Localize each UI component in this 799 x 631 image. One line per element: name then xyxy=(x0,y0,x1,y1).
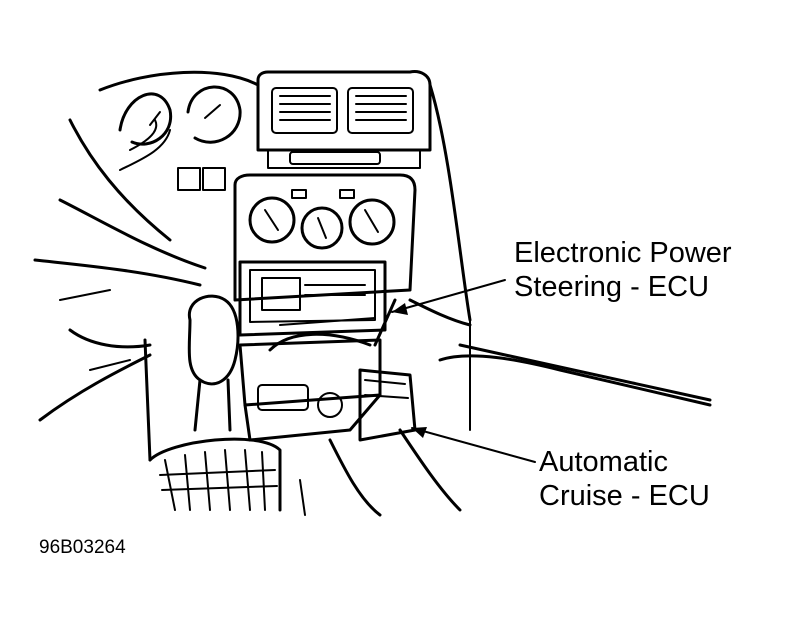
callout-arrows xyxy=(391,279,536,463)
gear-shifter xyxy=(148,294,282,512)
steering-column xyxy=(33,118,207,462)
cruise-ecu-callout: Automatic Cruise - ECU xyxy=(539,445,710,513)
cruise-label-line2: Cruise - ECU xyxy=(539,480,710,512)
eps-ecu-callout: Electronic Power Steering - ECU xyxy=(514,236,732,304)
instrument-cluster xyxy=(98,70,260,146)
air-vents xyxy=(256,70,432,169)
climate-control-panel xyxy=(233,173,417,302)
right-dash-panel xyxy=(59,83,712,517)
cruise-label-line1: Automatic xyxy=(539,446,668,478)
switch-panel xyxy=(177,167,226,191)
eps-label-line1: Electronic Power xyxy=(514,237,732,269)
figure-id: 96B03264 xyxy=(39,537,126,558)
eps-label-line2: Steering - ECU xyxy=(514,271,710,303)
radio-unit xyxy=(238,260,387,337)
lower-console xyxy=(238,332,382,442)
arrow-head-cruise xyxy=(412,427,427,438)
arrow-head-eps xyxy=(392,303,408,315)
